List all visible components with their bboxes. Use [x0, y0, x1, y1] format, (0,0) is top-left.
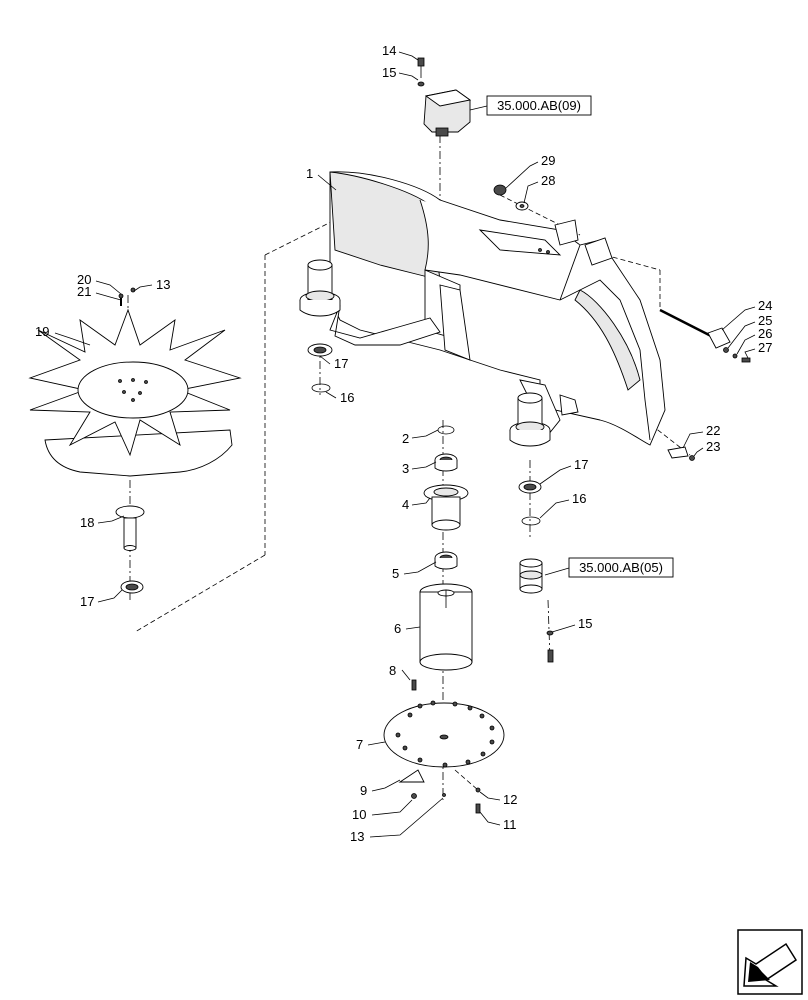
callout-11: 11 — [503, 817, 517, 832]
callout-17: 17 — [80, 594, 94, 609]
callout-22: 22 — [706, 423, 720, 438]
callout-16: 16 — [340, 390, 354, 405]
callout-15: 15 — [382, 65, 396, 80]
callout-labels: 14 15 1 29 28 20 21 13 19 24 25 26 27 17… — [35, 43, 772, 844]
callout-29: 29 — [541, 153, 555, 168]
callout-7: 7 — [356, 737, 363, 752]
callout-21: 21 — [77, 284, 91, 299]
callout-14: 14 — [382, 43, 396, 58]
callout-16: 16 — [572, 491, 586, 506]
callout-10: 10 — [352, 807, 366, 822]
reference-label-top: 35.000.AB(09) — [497, 98, 581, 113]
callout-25: 25 — [758, 313, 772, 328]
callout-17: 17 — [334, 356, 348, 371]
callout-20: 20 — [77, 272, 91, 287]
center-stack — [419, 425, 473, 671]
callout-27: 27 — [758, 340, 772, 355]
callout-26: 26 — [758, 326, 772, 341]
right-stack — [518, 480, 554, 663]
clip-and-bolt — [667, 446, 695, 461]
right-bearing-housing — [509, 392, 551, 447]
callout-18: 18 — [80, 515, 94, 530]
left-bearing-housing — [299, 259, 341, 317]
callout-17: 17 — [574, 457, 588, 472]
pivot-bolt — [659, 308, 751, 363]
callout-19: 19 — [35, 324, 49, 339]
callout-2: 2 — [402, 431, 409, 446]
spinner-housing — [329, 171, 666, 446]
spinner-disc — [28, 287, 242, 477]
leader-lines — [54, 51, 756, 838]
hub-and-bearing — [115, 505, 145, 594]
callout-23: 23 — [706, 439, 720, 454]
callout-4: 4 — [402, 497, 409, 512]
top-motor-unit — [417, 57, 472, 137]
callout-13: 13 — [350, 829, 364, 844]
reference-box-right: 35.000.AB(05) — [544, 557, 674, 578]
reference-label-right: 35.000.AB(05) — [579, 560, 663, 575]
page-nav-arrow-icon[interactable] — [737, 929, 803, 995]
callout-5: 5 — [392, 566, 399, 581]
callout-28: 28 — [541, 173, 555, 188]
callout-15: 15 — [578, 616, 592, 631]
callout-6: 6 — [394, 621, 401, 636]
reference-box-top: 35.000.AB(09) — [469, 95, 592, 116]
nut-and-washer — [493, 184, 529, 211]
callout-24: 24 — [758, 298, 772, 313]
callout-3: 3 — [402, 461, 409, 476]
callout-9: 9 — [360, 783, 367, 798]
callout-13: 13 — [156, 277, 170, 292]
callout-12: 12 — [503, 792, 517, 807]
callout-8: 8 — [389, 663, 396, 678]
callout-1: 1 — [306, 166, 313, 181]
mounting-disc — [383, 679, 505, 814]
